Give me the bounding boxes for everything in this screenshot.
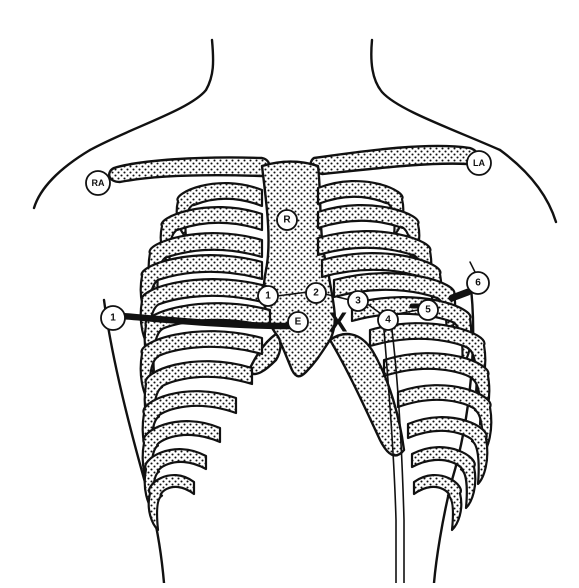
- rib-left-12: [414, 475, 461, 530]
- left-shoulder: [34, 150, 90, 208]
- v1-label: 1: [265, 291, 271, 302]
- v4-marker: 4: [378, 310, 398, 330]
- la-label: LA: [473, 158, 485, 168]
- e-marker: E: [288, 312, 308, 332]
- r-marker: R: [277, 210, 297, 230]
- r-label: R: [283, 215, 291, 226]
- v1-marker: 1: [258, 286, 278, 306]
- la-marker: LA: [467, 151, 491, 175]
- v5-marker: 5: [418, 300, 438, 320]
- e-label: E: [295, 317, 302, 328]
- left-costal-margin: [330, 334, 404, 455]
- neck-left: [90, 40, 213, 150]
- v6-label: 6: [475, 278, 481, 289]
- costal-cartilage: [248, 334, 404, 455]
- v5-label: 5: [425, 305, 431, 316]
- neck-right: [371, 40, 500, 150]
- ra-marker: RA: [86, 171, 110, 195]
- lateral-1-marker: 1: [101, 306, 125, 330]
- lead-6-tick: [470, 262, 475, 272]
- v2-marker: 2: [306, 283, 326, 303]
- right-shoulder: [500, 150, 556, 222]
- cross-mark: X: [329, 307, 348, 338]
- rib-right-12: [149, 475, 194, 530]
- v6-marker: 6: [467, 272, 489, 294]
- lateral-1-label: 1: [110, 313, 116, 324]
- v3-label: 3: [355, 296, 361, 307]
- v3-marker: 3: [348, 291, 368, 311]
- right-clavicle: [109, 157, 269, 182]
- ra-label: RA: [92, 178, 105, 188]
- v2-label: 2: [313, 288, 319, 299]
- v4-label: 4: [385, 315, 391, 326]
- left-clavicle: [311, 146, 478, 174]
